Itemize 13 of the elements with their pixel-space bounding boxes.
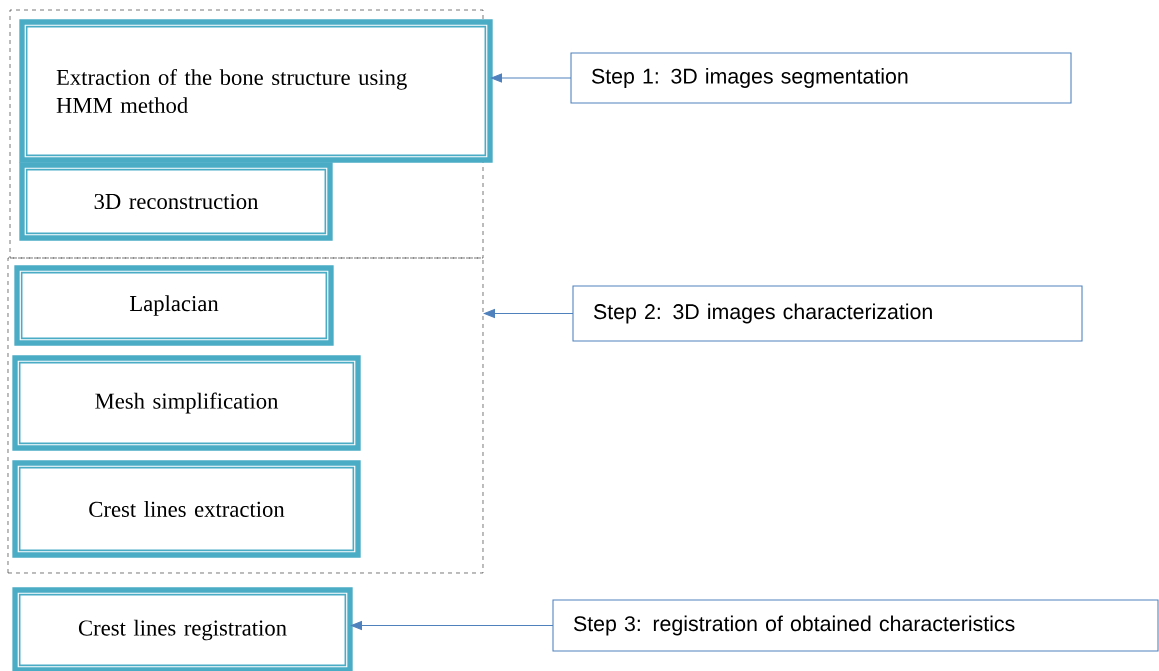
process-box: Mesh simplification xyxy=(12,355,361,451)
step-box: Step 1: 3D images segmentation xyxy=(570,52,1072,104)
step-box: Step 3: registration of obtained characteristics xyxy=(552,599,1159,652)
process-box: 3D reconstruction xyxy=(19,162,333,241)
arrow xyxy=(483,308,574,319)
dashed-group-frame xyxy=(7,257,484,574)
arrow xyxy=(490,73,572,83)
process-box: Crest lines registration xyxy=(12,587,353,671)
process-box: Crest lines extraction xyxy=(12,460,361,558)
process-box: Laplacian xyxy=(14,265,334,346)
dashed-group-frame xyxy=(9,9,484,259)
arrow xyxy=(350,620,554,631)
step-box: Step 2: 3D images characterization xyxy=(572,285,1083,342)
